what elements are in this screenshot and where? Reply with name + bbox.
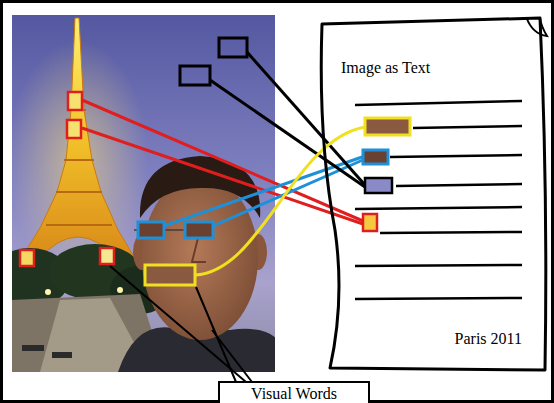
node-note: Paris 2011 [455, 329, 522, 348]
text-line [355, 207, 522, 209]
feature-box [100, 248, 114, 264]
hair [140, 156, 260, 218]
feature-box [145, 265, 195, 285]
text-line [390, 155, 522, 157]
feature-box [219, 38, 247, 57]
node-heading: Visual Words [230, 384, 358, 403]
word-patch [365, 118, 410, 135]
feature-box [68, 92, 82, 110]
paper-curl [527, 18, 547, 36]
bench [22, 345, 44, 351]
feature-box [185, 222, 213, 238]
text-line [413, 126, 522, 128]
leader-line [82, 100, 363, 221]
word-patch [363, 214, 377, 231]
label-box: Visual Words [218, 381, 370, 403]
text-line [355, 298, 522, 299]
feature-box [20, 250, 34, 266]
leader-line [195, 127, 365, 275]
bench [52, 352, 72, 358]
nose [192, 238, 206, 262]
feature-box [138, 222, 164, 238]
text-line [396, 184, 522, 186]
word-patch [363, 150, 388, 164]
leader-line [110, 266, 246, 382]
paper-sheet: Image as TextParis 2011 [315, 14, 552, 376]
leader-line [212, 330, 252, 382]
text-lines [355, 101, 522, 299]
text-line [380, 232, 522, 233]
feature-box [67, 120, 81, 138]
feature-box [180, 66, 210, 85]
leader-line [82, 128, 363, 224]
word-patch [365, 178, 392, 193]
photo [12, 15, 275, 372]
lamp [117, 287, 123, 293]
paper-outline [321, 18, 546, 370]
text-line [355, 265, 522, 266]
tower-platform [46, 110, 112, 225]
lamp [45, 289, 51, 295]
leader-line [210, 80, 365, 187]
node-heading: Image as Text [341, 58, 430, 77]
leader-line [213, 159, 365, 226]
text-line [355, 101, 522, 105]
